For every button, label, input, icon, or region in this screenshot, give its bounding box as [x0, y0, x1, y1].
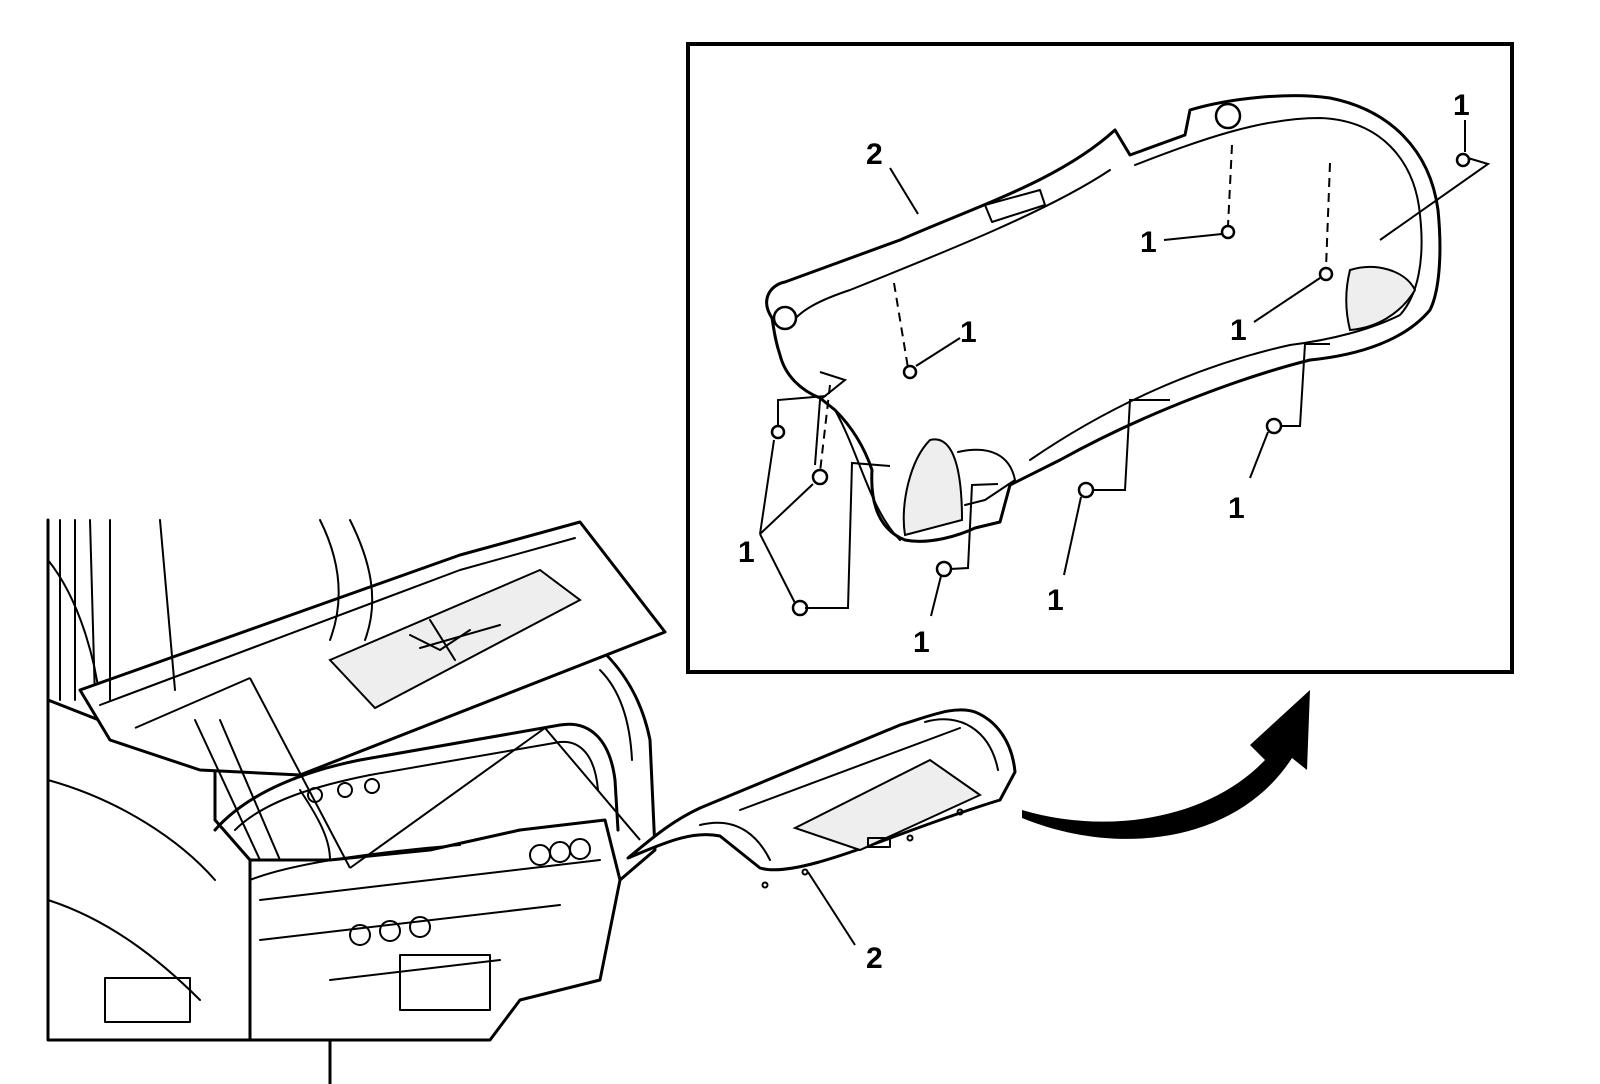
fastener-callout-leaders	[759, 120, 1466, 617]
panel-callout-upper: 2	[866, 138, 883, 171]
location-leader-lines	[134, 677, 641, 869]
fastener-callout-left-group: 1	[738, 536, 755, 569]
fastener-callout-upper-left: 1	[960, 316, 977, 349]
vehicle-rear-illustration	[46, 518, 667, 1084]
fastener-callout-right: 1	[1230, 314, 1247, 347]
trim-panel-detail	[765, 94, 1442, 543]
panel-callout-leader-lower	[807, 871, 856, 946]
curved-arrow-icon	[1022, 690, 1310, 839]
fastener-callout-top-right: 1	[1453, 89, 1470, 122]
fastener-callout-bottom-left: 1	[913, 626, 930, 659]
fastener-set	[770, 144, 1491, 617]
panel-callout-lower: 2	[866, 942, 883, 975]
trim-panel-removed	[626, 708, 1017, 889]
fastener-callout-bottom-center: 1	[1047, 584, 1064, 617]
fastener-callout-upper-center: 1	[1140, 226, 1157, 259]
fastener-callout-bottom-right: 1	[1228, 492, 1245, 525]
